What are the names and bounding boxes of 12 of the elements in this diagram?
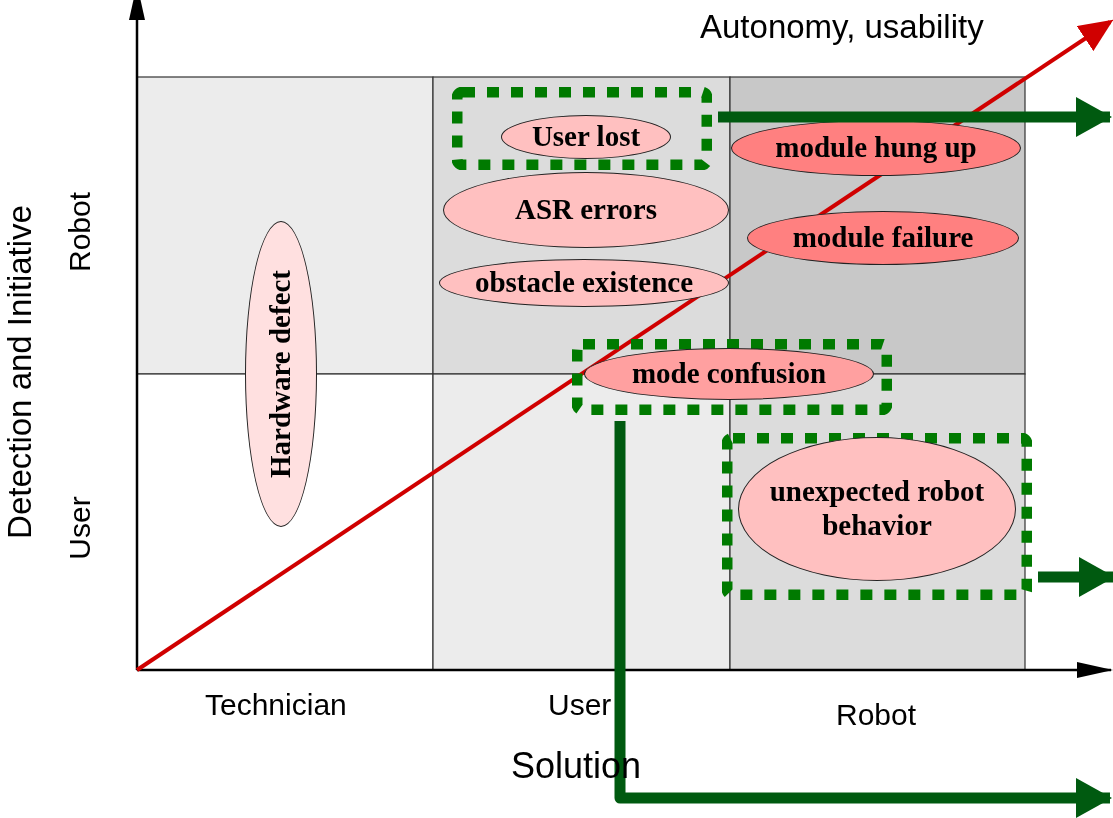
arrow	[1038, 557, 1113, 597]
axis-label: Robot	[63, 191, 97, 273]
arrow	[614, 421, 1112, 818]
axis-label: Robot	[836, 698, 917, 732]
arrow	[718, 97, 1112, 137]
dotted-frame	[452, 87, 712, 170]
axis-label: User	[63, 496, 97, 560]
axis-title: Autonomy, usability	[700, 8, 984, 46]
axis-title: Detection and Initiative	[1, 205, 39, 539]
axis-label: Technician	[205, 688, 347, 722]
axis-label: User	[548, 688, 612, 722]
dotted-frame	[572, 339, 892, 415]
